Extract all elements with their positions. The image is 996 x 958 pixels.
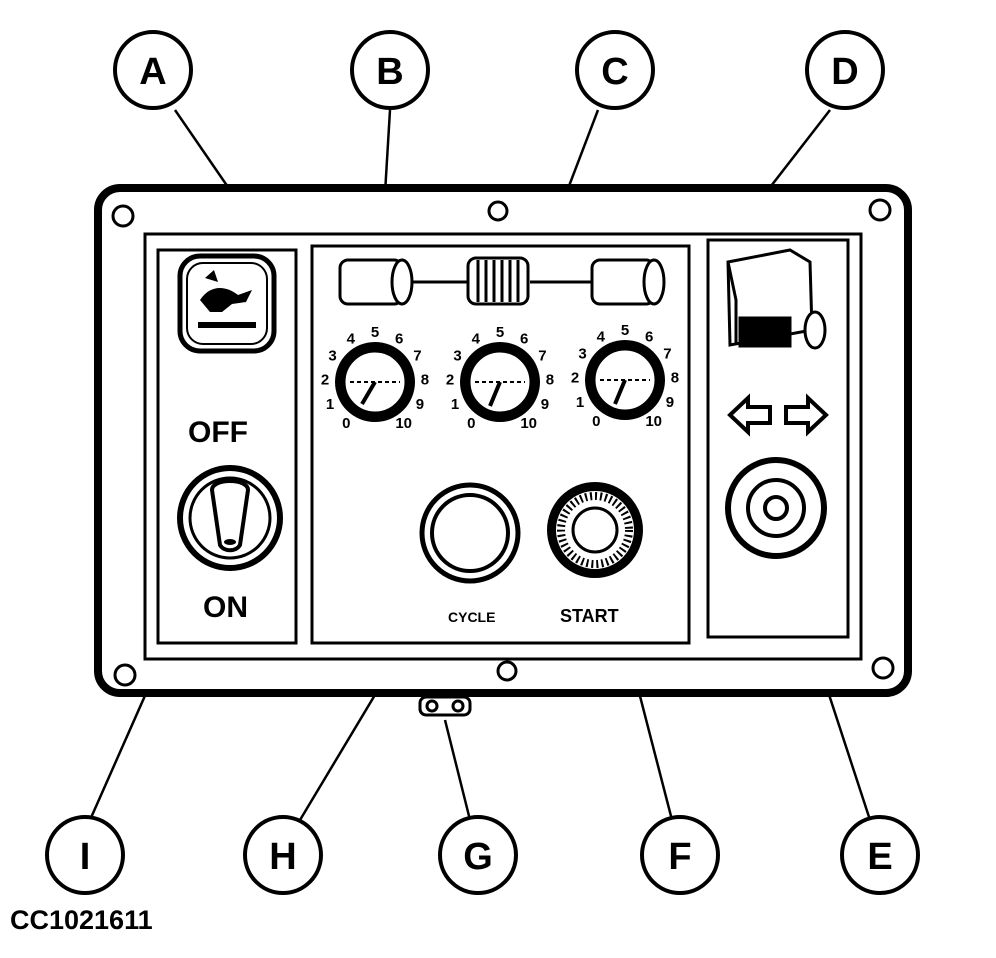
dial-scale-label: 3	[453, 348, 461, 365]
dial-scale-label: 9	[541, 396, 549, 413]
screw-icon	[496, 660, 518, 682]
dial-scale-label: 2	[321, 371, 329, 388]
callout-a-label: A	[139, 51, 166, 93]
mounting-screw-icons	[111, 198, 895, 687]
switch-on-label: ON	[203, 591, 248, 624]
callout-h: H	[243, 815, 323, 895]
callout-e: E	[840, 815, 920, 895]
dial-scale-label: 4	[597, 328, 606, 345]
dial-scale-label: 1	[576, 394, 584, 411]
dial-scale-label: 0	[342, 415, 350, 432]
callout-g: G	[438, 815, 518, 895]
dial-scale-label: 3	[578, 346, 586, 363]
dial-scale-label: 10	[395, 415, 412, 432]
dial-scale-label: 8	[421, 371, 429, 388]
timer-dial-1[interactable]	[335, 342, 415, 422]
callout-g-label: G	[463, 836, 493, 878]
screw-icon	[487, 200, 509, 222]
key-switch[interactable]	[177, 465, 283, 571]
screw-icon	[868, 198, 892, 222]
deer-logo-icon	[177, 253, 277, 354]
start-button-label: START	[560, 606, 619, 626]
dial-scale-label: 5	[371, 324, 379, 341]
small-bale-icon	[338, 258, 414, 306]
switch-off-label: OFF	[188, 416, 248, 449]
dial-scale-label: 2	[446, 371, 454, 388]
dial-scale-label: 4	[347, 330, 356, 347]
screw-icon	[113, 663, 137, 687]
cycle-button[interactable]	[419, 482, 521, 584]
callout-i-label: I	[80, 836, 91, 878]
dial-scale-label: 1	[451, 396, 459, 413]
dial-scale-label: 7	[413, 348, 421, 365]
dial-scale-label: 0	[592, 413, 600, 430]
figure-code: CC1021611	[10, 905, 153, 935]
dial-scale-label: 2	[571, 369, 579, 386]
callout-a: A	[113, 30, 193, 110]
left-right-arrows-icon	[727, 393, 829, 437]
callout-f-label: F	[668, 836, 691, 878]
callout-d-label: D	[831, 51, 858, 93]
callout-i: I	[45, 815, 125, 895]
timer-dial-3[interactable]	[585, 340, 665, 420]
dial-scale-label: 3	[328, 348, 336, 365]
bottom-connector	[418, 695, 472, 717]
callout-b: B	[350, 30, 430, 110]
dial-scale-label: 6	[520, 330, 528, 347]
dial-scale-label: 9	[666, 394, 674, 411]
screw-icon	[111, 204, 135, 228]
dial-scale-label: 0	[467, 415, 475, 432]
callout-f: F	[640, 815, 720, 895]
dial-scale-label: 10	[520, 415, 537, 432]
callout-d: D	[805, 30, 885, 110]
dial-scale-label: 4	[472, 330, 481, 347]
callout-e-label: E	[867, 836, 892, 878]
callout-c-label: C	[601, 51, 628, 93]
callout-h-label: H	[269, 836, 296, 878]
large-bale-icon	[590, 258, 666, 306]
callout-c: C	[575, 30, 655, 110]
callout-b-label: B	[376, 51, 403, 93]
start-button[interactable]	[547, 482, 643, 578]
leader-line-a	[173, 109, 232, 191]
wrapped-bale-icon	[466, 256, 530, 306]
leader-line-g	[443, 719, 472, 821]
dial-scale-label: 5	[496, 324, 504, 341]
baler-icon	[726, 248, 827, 350]
dial-scale-label: 7	[538, 348, 546, 365]
dial-scale-label: 1	[326, 396, 334, 413]
dial-scale-label: 6	[395, 330, 403, 347]
dial-scale-label: 8	[546, 371, 554, 388]
right-section	[706, 238, 850, 639]
timer-dial-2[interactable]	[460, 342, 540, 422]
screw-icon	[871, 656, 895, 680]
bale-size-icons	[338, 256, 666, 306]
left-section: OFF ON	[156, 248, 298, 645]
dial-scale-label: 7	[663, 346, 671, 363]
direction-button[interactable]	[725, 457, 827, 559]
cycle-button-label: CYCLE	[448, 609, 495, 625]
dial-scale-label: 6	[645, 328, 653, 345]
callouts: A B C D E F G H I	[45, 30, 920, 895]
dial-scale-label: 10	[645, 413, 662, 430]
dial-scale-label: 8	[671, 369, 679, 386]
panel-frame	[94, 184, 912, 697]
dial-scale-label: 9	[416, 396, 424, 413]
dial-scale-label: 5	[621, 322, 629, 339]
